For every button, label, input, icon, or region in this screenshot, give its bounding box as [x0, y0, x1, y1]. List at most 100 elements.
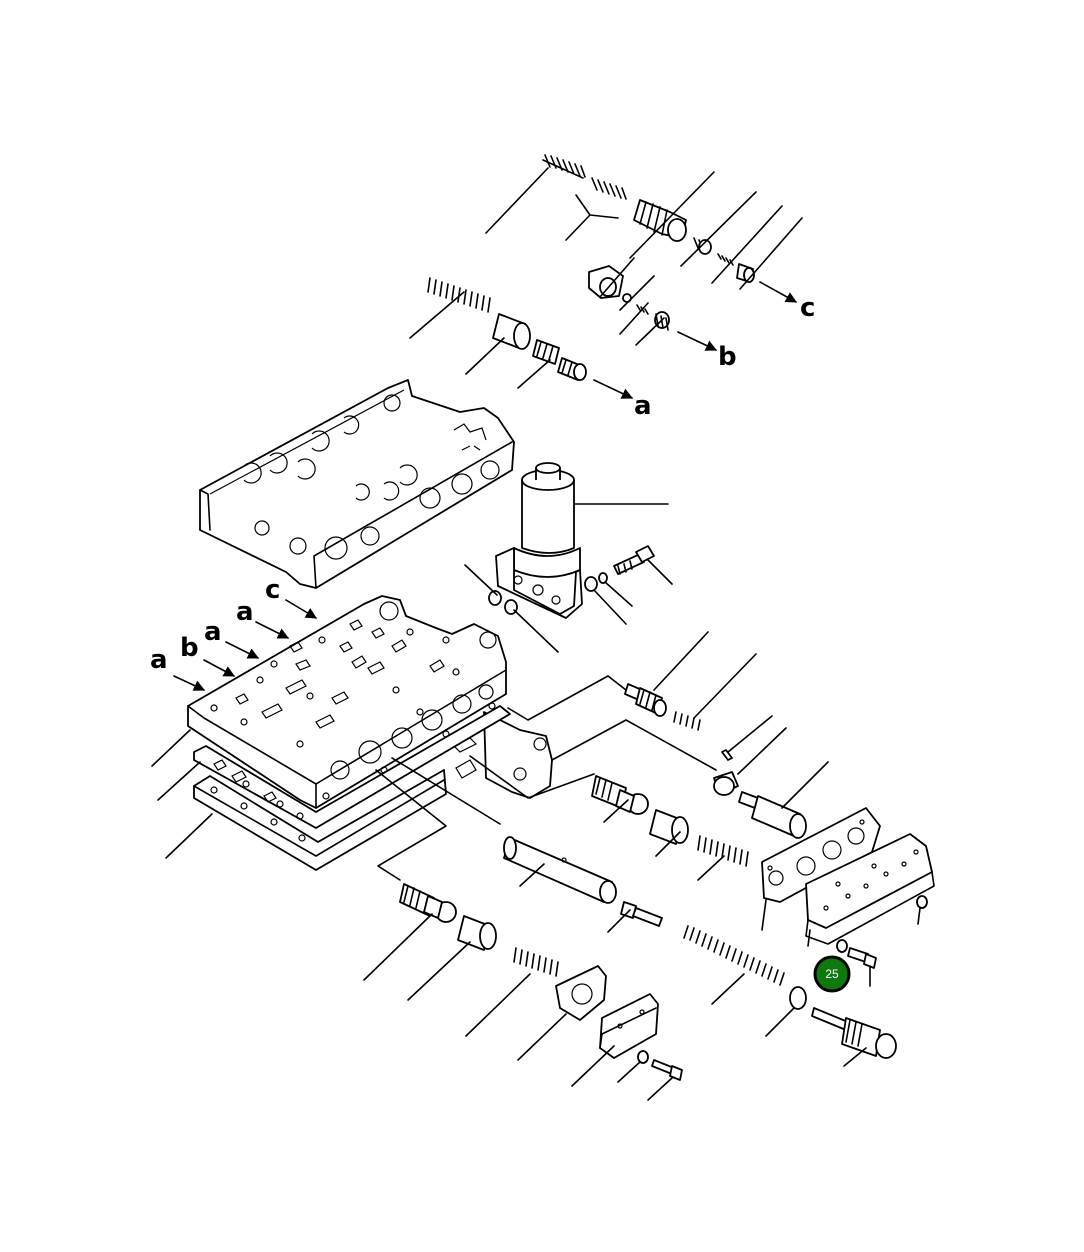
spring-mid — [697, 835, 749, 881]
leader-line — [619, 302, 649, 335]
bracket-line — [551, 719, 717, 771]
bracket-line — [391, 757, 501, 825]
leader-line — [465, 337, 505, 375]
leader-line — [517, 1013, 567, 1061]
leader-line — [604, 581, 633, 607]
gasket-lower-left — [517, 965, 607, 1061]
leader-line — [711, 205, 783, 284]
callout-badge[interactable]: 25 — [813, 955, 851, 993]
leader-line — [165, 813, 213, 859]
leader-line — [519, 863, 545, 887]
leader-line — [843, 1047, 867, 1067]
third-spool-group: a — [409, 277, 652, 421]
upper-valve-body — [199, 379, 515, 589]
long-sleeve — [503, 836, 617, 904]
ref-letter-a-body1: a — [236, 597, 254, 627]
leader-line — [603, 799, 629, 823]
tiny-spring-top — [717, 253, 734, 266]
leader-line — [917, 907, 921, 925]
ref-letter-b-mid: b — [718, 342, 737, 372]
leader-line — [727, 715, 773, 753]
long-spring — [683, 925, 785, 1005]
body-reference-arrows: c a a b a — [150, 575, 317, 691]
leader-line — [680, 191, 757, 267]
arrow-to-b — [677, 331, 718, 351]
sleeve-a — [492, 313, 531, 350]
spool-top — [633, 199, 687, 242]
leader-line — [617, 1061, 641, 1083]
leader-line — [599, 257, 635, 298]
valve-right-1 — [624, 631, 709, 717]
piston-right — [738, 761, 829, 839]
washer-right — [916, 895, 928, 925]
leader-line — [647, 1077, 673, 1101]
leader-line — [781, 761, 829, 809]
leader-line — [693, 653, 757, 719]
cover-right — [805, 833, 935, 947]
leader-line — [409, 291, 465, 339]
second-spool-group: b — [588, 257, 737, 372]
solenoid-assembly — [495, 462, 669, 619]
sleeve-lower-left — [407, 915, 497, 1001]
pin-right — [721, 715, 773, 761]
cover-lower-left — [571, 993, 659, 1087]
spring-top-1 — [542, 154, 586, 179]
leader-line — [607, 909, 631, 933]
leader-line — [761, 899, 767, 931]
valve-mid — [591, 775, 649, 823]
spring-long-a — [427, 277, 491, 313]
callout-circle[interactable] — [813, 955, 851, 993]
separator-plate — [193, 705, 511, 829]
leader-line — [737, 727, 787, 775]
spring-lower-left — [465, 947, 559, 1037]
bracket-line — [507, 675, 627, 721]
leader-line — [807, 929, 811, 947]
leader-line — [565, 194, 619, 241]
ref-letter-a-mid: a — [634, 391, 652, 421]
bracket-line — [375, 769, 447, 881]
spring-right-1 — [673, 653, 757, 731]
leader-line — [711, 973, 745, 1005]
leader-line — [629, 171, 715, 259]
spool-a — [532, 339, 587, 381]
leader-line — [619, 275, 655, 311]
leader-line — [655, 831, 681, 857]
ref-letter-c-top: c — [800, 293, 815, 323]
leader-line — [697, 855, 725, 881]
top-spool-group: c — [485, 154, 815, 323]
bolt-right — [836, 939, 877, 987]
leader-line — [465, 973, 531, 1037]
leader-line — [407, 941, 471, 1001]
leader-line — [513, 609, 559, 653]
ref-letter-a-body2: a — [204, 617, 222, 647]
leader-line — [647, 559, 673, 585]
leader-line — [635, 317, 665, 346]
ref-letter-a-body3: a — [150, 645, 168, 675]
leader-line — [653, 631, 709, 691]
cap-b — [588, 265, 624, 299]
ref-letter-b-body: b — [180, 633, 199, 663]
leader-line — [593, 589, 627, 625]
leader-line — [464, 564, 498, 596]
plug-top — [736, 263, 755, 283]
pin-center — [607, 901, 663, 933]
o-ring-lower — [765, 986, 807, 1037]
bracket-line — [469, 755, 595, 799]
plug-right — [713, 727, 787, 796]
solenoid-fasteners — [464, 545, 673, 653]
lower-plate — [193, 769, 447, 871]
plug-lower — [811, 1007, 897, 1067]
spring-top-2 — [591, 177, 627, 200]
leader-line — [517, 359, 551, 389]
leader-line — [739, 217, 803, 290]
leader-line — [363, 913, 433, 981]
leader-line — [571, 1045, 615, 1087]
leader-line — [151, 729, 191, 767]
arrow-to-a — [593, 379, 634, 399]
main-valve-body — [187, 595, 553, 809]
arrow-to-c — [759, 281, 797, 303]
leader-line — [157, 761, 201, 801]
sleeve-mid — [649, 809, 689, 857]
leader-line — [765, 1007, 795, 1037]
